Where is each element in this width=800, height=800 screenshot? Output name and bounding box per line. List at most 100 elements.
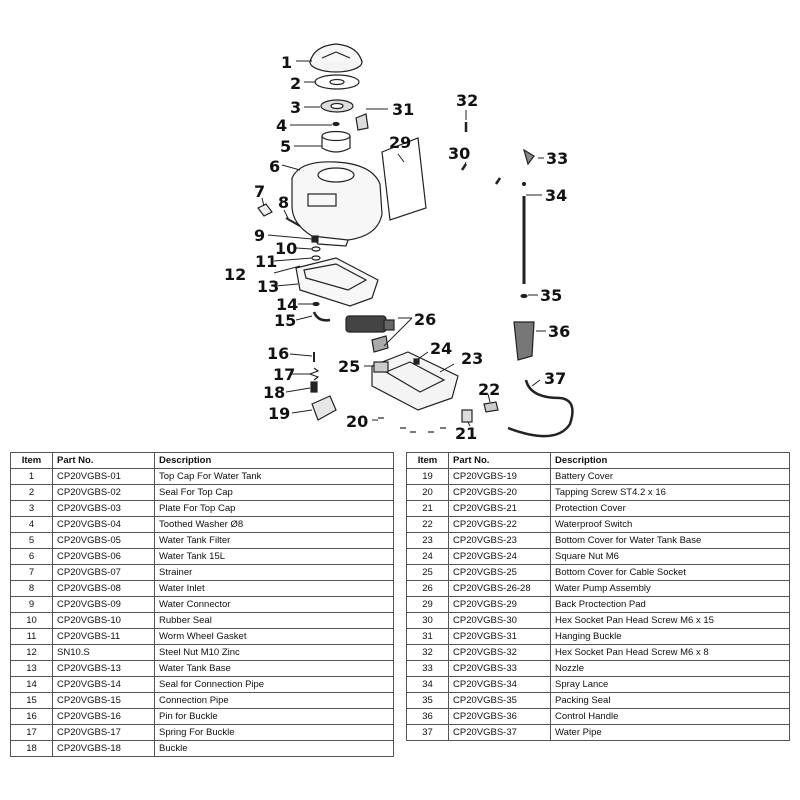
top-cap-plate-part [320, 99, 354, 113]
cell-description: Packing Seal [550, 692, 790, 709]
square-nut-part [413, 358, 420, 365]
callout-25: 25 [338, 357, 360, 376]
cell-item: 1 [10, 468, 53, 485]
cell-part-no: CP20VGBS-21 [448, 500, 551, 517]
callout-37: 37 [544, 369, 566, 388]
exploded-parts-diagram: 1 2 3 4 5 6 7 8 9 10 11 12 13 14 15 16 1… [224, 43, 574, 443]
cell-item: 34 [406, 676, 449, 693]
table-header-row: Item Part No. Description [10, 452, 394, 469]
packing-seal-part [520, 293, 528, 299]
cell-item: 20 [406, 484, 449, 501]
hanging-buckle-part [355, 113, 369, 131]
cell-item: 19 [406, 468, 449, 485]
cell-description: Seal For Top Cap [154, 484, 394, 501]
callout-7: 7 [254, 182, 265, 201]
cell-part-no: CP20VGBS-32 [448, 644, 551, 661]
top-cap-seal-part [314, 74, 360, 90]
callout-18: 18 [263, 383, 285, 402]
cell-description: Back Proctection Pad [550, 596, 790, 613]
callout-10: 10 [275, 239, 297, 258]
water-pump-part [345, 315, 395, 353]
cell-description: Rubber Seal [154, 612, 394, 629]
cell-part-no: CP20VGBS-04 [52, 516, 155, 533]
cell-description: Nozzle [550, 660, 790, 677]
strainer-part [257, 203, 273, 217]
water-tank-part [291, 161, 383, 247]
cell-item: 30 [406, 612, 449, 629]
cell-description: Buckle [154, 740, 394, 757]
buckle-spring-part [308, 367, 320, 381]
cell-part-no: CP20VGBS-19 [448, 468, 551, 485]
callout-1: 1 [281, 53, 292, 72]
cell-part-no: CP20VGBS-05 [52, 532, 155, 549]
cell-description: Protection Cover [550, 500, 790, 517]
connection-pipe-seal-part [312, 301, 320, 307]
cell-part-no: CP20VGBS-31 [448, 628, 551, 645]
battery-cover-part [311, 395, 337, 421]
callout-11: 11 [255, 252, 277, 271]
cell-description: Connection Pipe [154, 692, 394, 709]
callout-35: 35 [540, 286, 562, 305]
cell-item: 8 [10, 580, 53, 597]
cell-item: 17 [10, 724, 53, 741]
waterproof-switch-part [483, 401, 499, 413]
cell-description: Hanging Buckle [550, 628, 790, 645]
cell-item: 18 [10, 740, 53, 757]
cell-part-no: CP20VGBS-13 [52, 660, 155, 677]
cell-description: Hex Socket Pan Head Screw M6 x 8 [550, 644, 790, 661]
callout-8: 8 [278, 193, 289, 212]
leader-lines [261, 60, 546, 427]
cell-description: Water Tank 15L [154, 548, 394, 565]
cell-description: Water Inlet [154, 580, 394, 597]
buckle-part [310, 381, 318, 393]
cell-item: 22 [406, 516, 449, 533]
cell-part-no: CP20VGBS-20 [448, 484, 551, 501]
callout-26: 26 [414, 310, 436, 329]
cell-item: 6 [10, 548, 53, 565]
top-cap-part [309, 43, 363, 73]
cell-item: 13 [10, 660, 53, 677]
back-pad-part [381, 137, 427, 221]
callout-19: 19 [268, 404, 290, 423]
cell-part-no: CP20VGBS-36 [448, 708, 551, 725]
cell-item: 9 [10, 596, 53, 613]
header-part-no: Part No. [52, 452, 155, 469]
cell-part-no: CP20VGBS-02 [52, 484, 155, 501]
callout-34: 34 [545, 186, 567, 205]
cell-description: Hex Socket Pan Head Screw M6 x 15 [550, 612, 790, 629]
callout-14: 14 [276, 295, 298, 314]
cell-item: 31 [406, 628, 449, 645]
cell-item: 14 [10, 676, 53, 693]
cell-item: 32 [406, 644, 449, 661]
callout-24: 24 [430, 339, 452, 358]
cell-part-no: CP20VGBS-07 [52, 564, 155, 581]
callout-13: 13 [257, 277, 279, 296]
cell-part-no: CP20VGBS-09 [52, 596, 155, 613]
cell-part-no: CP20VGBS-10 [52, 612, 155, 629]
cell-part-no: CP20VGBS-35 [448, 692, 551, 709]
cell-item: 15 [10, 692, 53, 709]
cell-part-no: CP20VGBS-03 [52, 500, 155, 517]
cell-part-no: CP20VGBS-22 [448, 516, 551, 533]
cell-part-no: CP20VGBS-24 [448, 548, 551, 565]
bottom-cover-part [371, 351, 459, 411]
